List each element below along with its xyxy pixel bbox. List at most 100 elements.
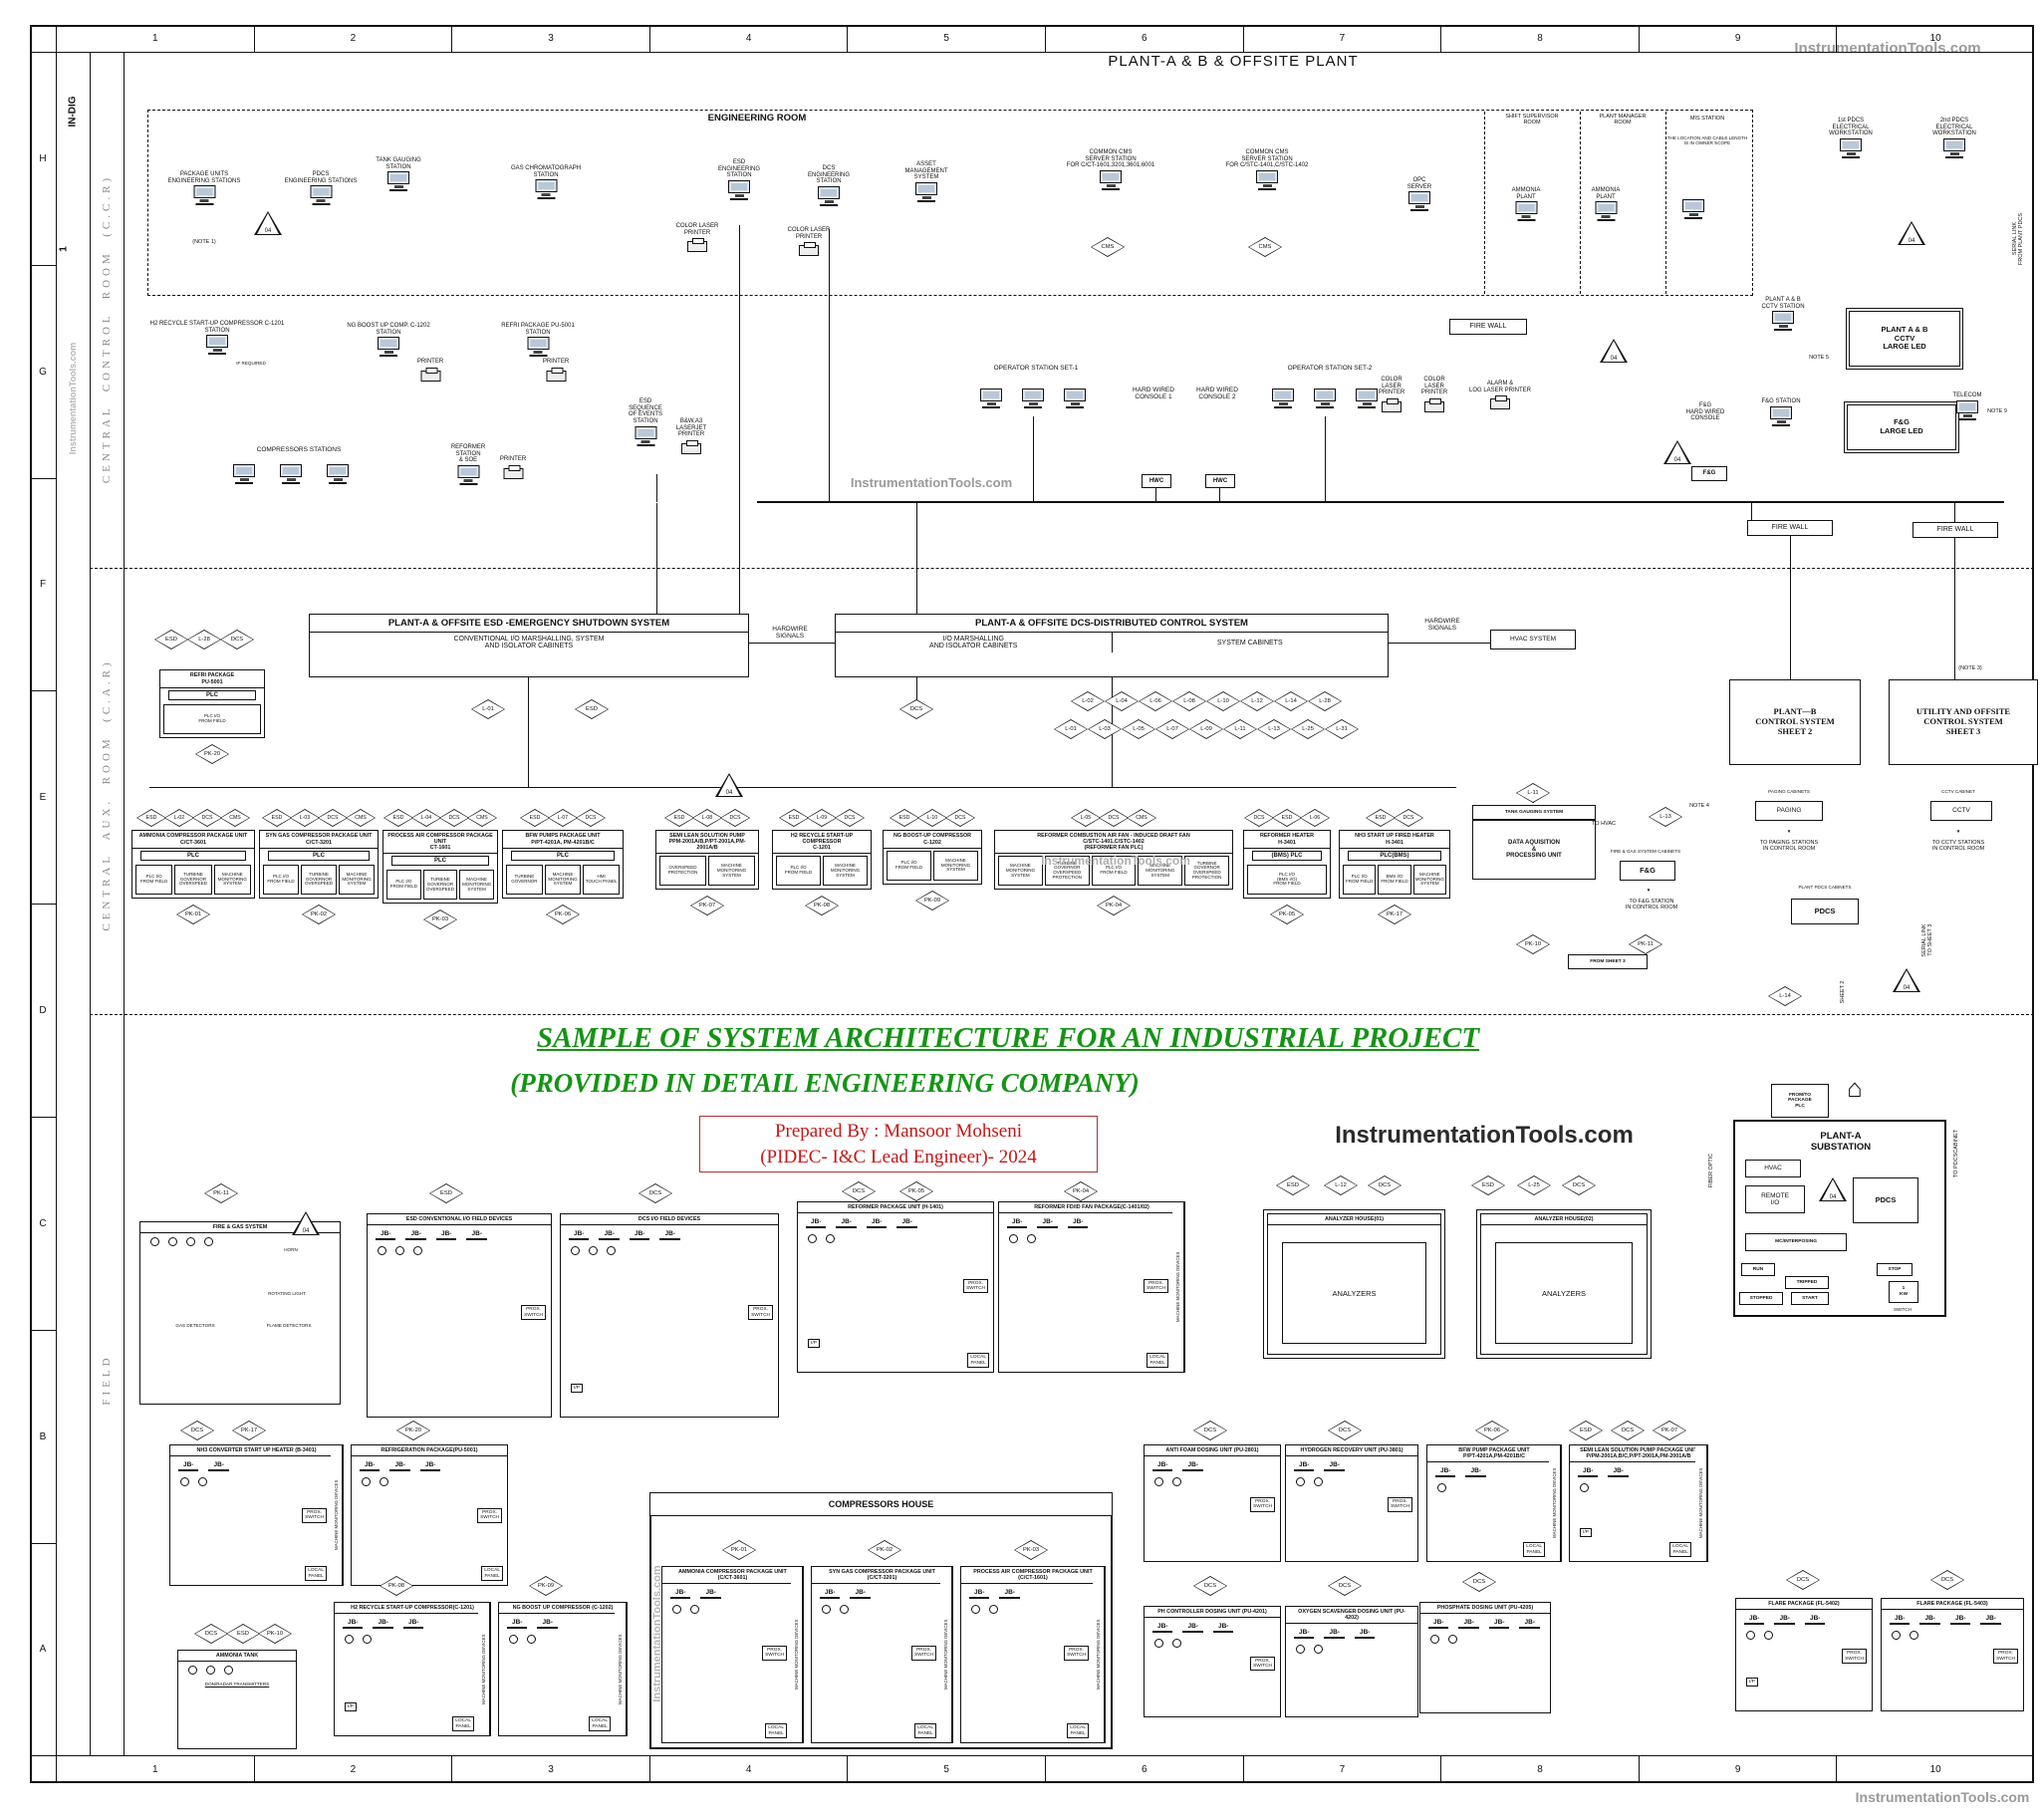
station-refri-package-pu-5001: REFRI PACKAGE PU-5001 STATION (486, 323, 591, 360)
subsystem-plc-i-o: PLC I/O FROM FIELD (776, 856, 821, 887)
diamond-tag-dcs: DCS (1562, 1175, 1596, 1195)
instrument-icon (1764, 1631, 1773, 1641)
station-label: REFORMER STATION & SOE (450, 444, 486, 464)
workstation-icon (1255, 170, 1279, 193)
triangle-number: 04 (1673, 457, 1681, 463)
jb-row: JB-JB-JB-JB- (1420, 1614, 1550, 1631)
local-panel: LOCAL PANEL (1669, 1542, 1691, 1557)
ruler-col-6: 6 (1045, 25, 1243, 52)
ip-converter: I/P (571, 1383, 583, 1393)
note-triangle-icon: 04 (1893, 968, 1920, 992)
workstation-icon (1839, 138, 1863, 161)
field-unit-phosphate-dosing-unit-pu-4205: PHOSPHATE DOSING UNIT (PU-4205)JB-JB-JB-… (1419, 1602, 1551, 1713)
station-label: COLOR LASER PRINTER (1378, 377, 1405, 396)
package-box: SEMI LEAN SOLUTION PUMP PPM-2001A/B,P/PT… (655, 830, 759, 891)
plc-label: PLC (391, 856, 489, 867)
instrument-icon (1172, 1639, 1181, 1649)
diamond-tag-pk-11: PK-11 (1629, 934, 1662, 954)
field-unit-analyzer-house-02: ANALYZER HOUSE(02)ANALYZERS (1480, 1213, 1648, 1355)
workstation-icon (1514, 201, 1538, 224)
diamond-tag-l-11: L-11 (1516, 783, 1550, 803)
jb-row: JB-JB- (961, 1584, 1105, 1601)
instrument-row (1145, 1473, 1280, 1490)
plc-label: PLC (268, 851, 370, 861)
junction-box: JB- (1152, 1461, 1173, 1472)
diamond-tag-esd: ESD (779, 809, 809, 827)
instrument-icon (1437, 1483, 1446, 1493)
field-unit-title: REFORMER FD/ID FAN PACKAGE(C-1401/02) (999, 1202, 1184, 1214)
ruler-col-1: 1 (56, 1756, 254, 1783)
prox-switch: PROX. SWITCH (1250, 1497, 1275, 1512)
workstation-icon (1407, 191, 1431, 214)
box-plant-b: PLANT—B CONTROL SYSTEM SHEET 2 (1729, 679, 1861, 765)
jb-row: JB-JB-JB-JB- (561, 1225, 778, 1242)
workstation-icon (386, 171, 410, 194)
subsystem-turbine: TURBINE GOVERNOR OVERSPEED (422, 870, 458, 901)
ruler-col-4: 4 (648, 25, 848, 52)
workstation-icon (727, 180, 751, 203)
station-label: OPC SERVER (1406, 177, 1432, 190)
diamond-tag-pk-01: PK-01 (722, 1540, 756, 1560)
station-ammonia: AMMONIA PLANT (1579, 187, 1634, 224)
diamond-tag-dcs: DCS (1328, 1576, 1362, 1596)
instrument-icon (1580, 1483, 1589, 1493)
connector-line (1155, 488, 1156, 502)
junction-box: JB- (208, 1461, 229, 1472)
field-unit-reformer-fd-id-fan-package-c-1401-: REFORMER FD/ID FAN PACKAGE(C-1401/02)JB-… (998, 1201, 1185, 1373)
instrument-icon (224, 1666, 233, 1676)
station-label: COLOR LASER PRINTER (1420, 377, 1448, 396)
prox-switch: PROX. SWITCH (911, 1646, 936, 1661)
plc-label: PLC(BMS) (1348, 851, 1441, 861)
connector-line (90, 52, 91, 1755)
instrument-icon (840, 1605, 849, 1615)
junction-box: JB- (1182, 1461, 1203, 1472)
workstation-icon (1769, 405, 1793, 429)
connector-line (656, 503, 657, 614)
field-unit-fire-gas-system: FIRE & GAS SYSTEM (139, 1221, 341, 1405)
triangle-number: 04 (1903, 985, 1911, 991)
station-label: COMMON CMS SERVER STATION FOR C/STC-1401… (1225, 149, 1309, 169)
box-fire-wall: FIRE WALL (1449, 319, 1527, 335)
field-unit-flare-package-fl-5403: FLARE PACKAGE (FL-5403)JB-JB-JB-JB-PROX.… (1881, 1598, 2024, 1711)
diamond-tag-l-04: L-04 (1105, 691, 1139, 711)
station-color: COLOR LASER PRINTER (1414, 377, 1454, 413)
instrument-icon (1296, 1477, 1305, 1487)
station-telecom: TELECOM (1942, 392, 1992, 423)
diamond-tag-l-09: L-09 (1189, 719, 1223, 739)
label-note-9: NOTE 9 (1987, 408, 2007, 414)
instrument-row (1882, 1627, 2023, 1644)
diamond-tag-pk-10: PK-10 (258, 1624, 292, 1644)
field-unit-title: BFW PUMP PACKAGE UNIT P/PT-4201A,PM-4201… (1427, 1445, 1561, 1463)
package-box: AMMONIA COMPRESSOR PACKAGE UNIT C/CT-360… (131, 830, 255, 899)
junction-box: JB- (836, 1218, 857, 1229)
triangle-number: 04 (302, 1228, 310, 1234)
instrument-row (561, 1242, 778, 1259)
station-monitor (232, 464, 256, 487)
vlabel-fiber-optic: FIBER OPTIC (1708, 1153, 1714, 1188)
jb-row: JB-JB-JB- (1736, 1610, 1872, 1627)
instrument-row (1570, 1479, 1707, 1496)
station-printer: PRINTER (491, 456, 536, 479)
diamond-tag-dcs: DCS (1368, 1175, 1402, 1195)
station-label: PACKAGE UNITS ENGINEERING STATIONS (167, 171, 241, 184)
diamond-tag-l-28: L-28 (1308, 691, 1342, 711)
jb-row: JB-JB-JB- (335, 1614, 490, 1631)
station-label: TELECOM (1952, 392, 1982, 398)
box-pdcs: PDCS (1853, 1177, 1918, 1223)
station-common-cms: COMMON CMS SERVER STATION FOR C/STC-1401… (1211, 149, 1323, 193)
vlabel-field: FIELD (101, 1354, 113, 1406)
station-monitor (1271, 389, 1295, 411)
vlabel-to-pdcscabinet: TO PDCSCABINET (1953, 1129, 1959, 1178)
connector-line (757, 501, 2004, 503)
instrument-icon (150, 1237, 159, 1247)
diamond-tag-l-31: L-31 (1325, 719, 1359, 739)
field-unit-title: DCS I/O FIELD DEVICES (561, 1214, 778, 1226)
instrument-icon (1314, 1477, 1323, 1487)
instrument-icon (1892, 1631, 1901, 1641)
ruler-col-5: 5 (847, 25, 1045, 52)
